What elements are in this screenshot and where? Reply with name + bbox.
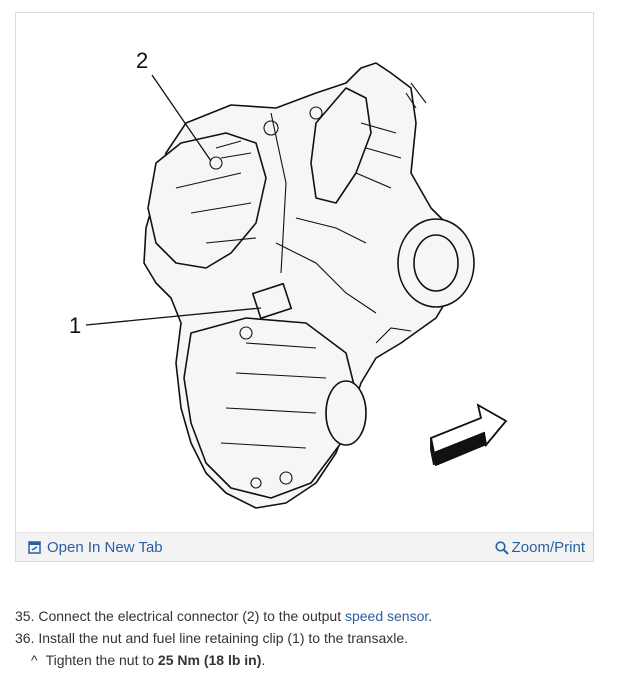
- substep-end: .: [261, 652, 266, 668]
- step-35: 35. Connect the electrical connector (2)…: [15, 605, 615, 627]
- step-35-end: .: [428, 608, 433, 624]
- magnifier-icon: [495, 540, 509, 555]
- substep-text: Tighten the nut to: [45, 652, 158, 668]
- caret-icon: ^: [31, 652, 38, 668]
- callout-1: 1: [69, 313, 81, 338]
- step-36: 36. Install the nut and fuel line retain…: [15, 630, 409, 646]
- speed-sensor-link[interactable]: speed sensor: [344, 608, 429, 624]
- open-in-new-tab-icon: [28, 541, 41, 554]
- step-36-substep: ^ Tighten the nut to 25 Nm (18 lb in).: [15, 649, 615, 671]
- open-in-new-tab-link[interactable]: Open In New Tab: [28, 539, 163, 556]
- figure-panel: 2 1 Open In New Tab Zoom/Print: [15, 12, 594, 562]
- callout-2: 2: [136, 48, 148, 73]
- transaxle-diagram: 2 1: [69, 48, 508, 509]
- zoom-print-label: Zoom/Print: [511, 539, 585, 556]
- open-in-new-tab-label: Open In New Tab: [47, 539, 163, 556]
- figure-toolbar: Open In New Tab Zoom/Print: [16, 532, 593, 561]
- step-35-text: 35. Connect the electrical connector (2)…: [15, 608, 345, 624]
- procedure-steps: 35. Connect the electrical connector (2)…: [15, 605, 615, 671]
- zoom-print-link[interactable]: Zoom/Print: [495, 539, 585, 556]
- torque-value: 25 Nm (18 lb in): [157, 652, 262, 668]
